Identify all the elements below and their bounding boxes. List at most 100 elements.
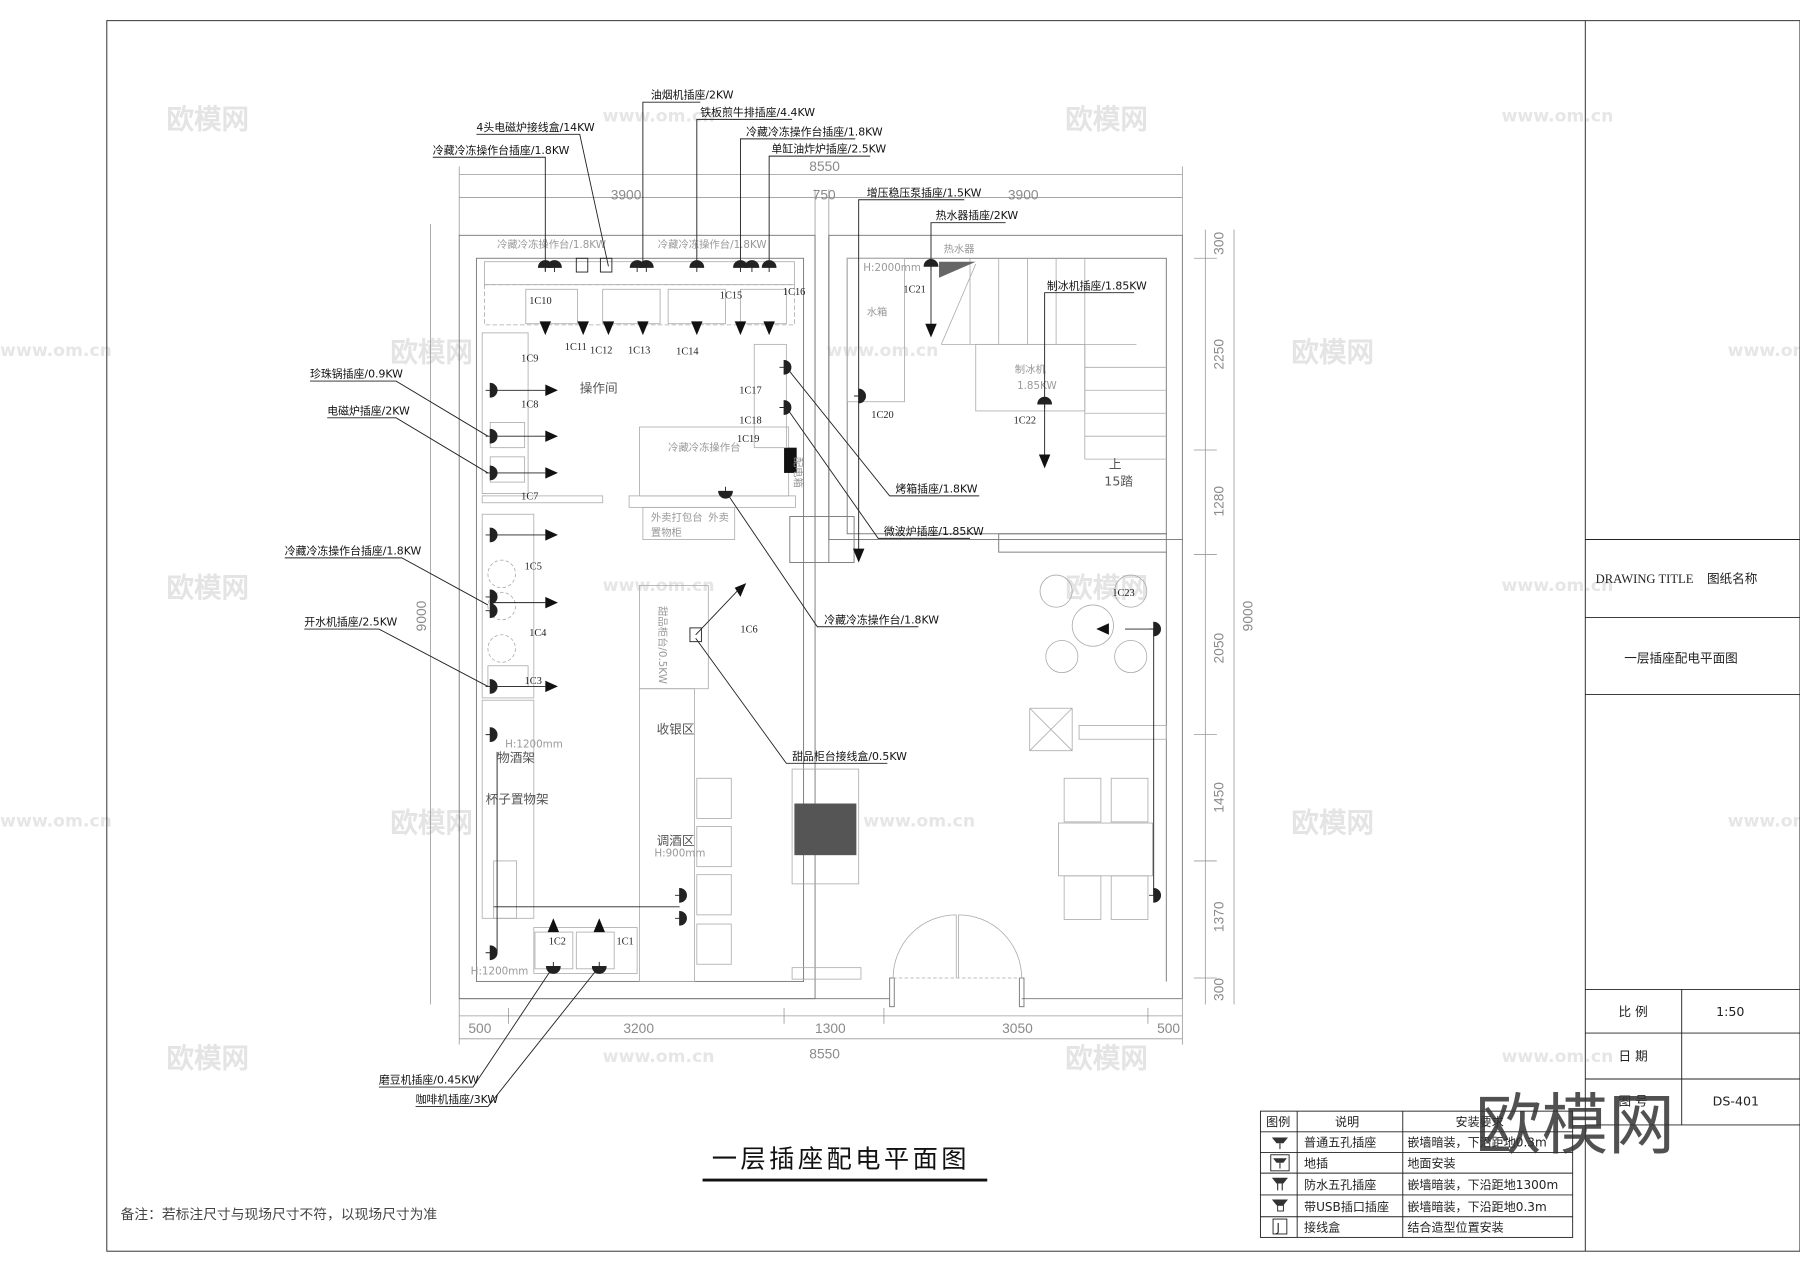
dim-bottom: 3050: [1002, 1021, 1033, 1036]
circuit-labels: 1C1 1C2 1C3 1C4 1C5 1C6 1C7 1C8 1C9 1C10…: [521, 285, 1135, 948]
svg-text:J: J: [1276, 1221, 1280, 1235]
watermark-url: www.om.cn: [0, 341, 112, 361]
socket-icon: [761, 260, 777, 273]
dim-right: 2250: [1212, 339, 1227, 370]
watermark-url: www.om.cn: [827, 341, 939, 361]
dim-bottom: 1300: [815, 1021, 846, 1036]
circuit-label: 1C6: [740, 624, 757, 635]
stairs-steps: 15踏: [1104, 474, 1133, 489]
callout-label: 热水器插座/2KW: [936, 208, 1019, 222]
socket-icon: [485, 727, 498, 742]
number-label: 图 号: [1619, 1093, 1648, 1108]
dim-right: 1450: [1212, 782, 1227, 813]
dim-right-total: 9000: [1240, 600, 1255, 631]
socket-icon: [1149, 621, 1162, 637]
watermark-url: www.om.cn: [603, 576, 715, 596]
standard-socket-icon: [1271, 1137, 1288, 1150]
legend-req: 地面安装: [1407, 1155, 1455, 1170]
callout-label: 冷藏冷冻操作台插座/1.8KW: [746, 124, 883, 138]
usb-socket-icon: [1271, 1199, 1288, 1212]
circuit-label: 1C7: [521, 491, 538, 502]
legend-desc: 防水五孔插座: [1304, 1177, 1376, 1192]
circuit-label: 1C14: [676, 347, 698, 358]
number-value: DS-401: [1713, 1093, 1759, 1108]
legend-header: 图例: [1266, 1115, 1290, 1129]
storage-cabinet-label: 置物柜: [651, 526, 682, 539]
callout-label: 磨豆机插座/0.45KW: [379, 1073, 479, 1087]
date-label: 日 期: [1619, 1049, 1648, 1064]
socket-icon: [854, 388, 867, 404]
floor-plan: [458, 234, 1183, 1008]
legend-header: 安装要求: [1456, 1114, 1504, 1129]
legend-req: 嵌墙暗装，下沿距地0.3m: [1407, 1199, 1546, 1214]
ice-machine-kw: 1.85KW: [1017, 380, 1057, 392]
water-heater-label: 热水器: [944, 243, 976, 256]
callout-label: 咖啡机插座/3KW: [416, 1092, 499, 1106]
circuit-label: 1C2: [549, 937, 566, 948]
room-labels: 操作间 收银区 调酒区 H:900mm 杯子置物架 物酒架 H:1200mm H…: [471, 238, 1134, 978]
waterproof-socket-icon: [1271, 1177, 1288, 1191]
socket-icon: [545, 961, 561, 974]
watermark-url: www.om.cn: [603, 107, 715, 127]
ice-machine-label: 制冰机: [1015, 363, 1047, 376]
watermark: 欧模网: [1065, 104, 1148, 136]
dim-top: 750: [813, 188, 836, 203]
fridge-counter-label: 冷藏冷冻操作台: [668, 441, 740, 454]
socket-icon: [718, 486, 733, 499]
scale-value: 1:50: [1716, 1004, 1744, 1019]
dim-top: 3900: [1008, 188, 1039, 203]
circuit-label: 1C18: [739, 416, 761, 427]
watermark: 欧模网: [1291, 807, 1374, 839]
distribution-box: [784, 447, 797, 473]
watermark-url: www.om.cn: [0, 811, 112, 831]
drawing-name: 一层插座配电平面图: [1624, 650, 1738, 665]
drawing-note: 备注：若标注尺寸与现场尺寸不符，以现场尺寸为准: [121, 1206, 438, 1223]
room-bar: 调酒区: [657, 833, 695, 848]
dark-appliance: [794, 803, 857, 856]
watermark: 欧模网: [167, 572, 250, 604]
room-cashier: 收银区: [657, 721, 695, 736]
circuit-label: 1C19: [737, 434, 759, 445]
legend-req: 嵌墙暗装，下沿距地1300m: [1407, 1177, 1558, 1192]
fridge-counter-label: 冷藏冷冻操作台/1.8KW: [497, 238, 606, 251]
dimensions: 8550 3900 750 3900 500 3200 1300 3050 50…: [414, 159, 1255, 1061]
stairs-up: 上: [1109, 456, 1122, 471]
legend-desc: 接线盒: [1304, 1220, 1340, 1235]
socket-icon: [675, 910, 687, 926]
bar-height: H:900mm: [654, 847, 705, 859]
fridge-counter-label: 冷藏冷冻操作台/1.8KW: [658, 238, 767, 251]
socket-icon: [675, 887, 687, 903]
socket-icon: [547, 260, 562, 273]
dim-top: 3900: [611, 188, 642, 203]
takeout-counter-label: 外卖打包台: [651, 511, 703, 524]
dim-right: 2050: [1212, 633, 1227, 664]
circuit-label: 1C3: [525, 676, 542, 687]
watermark-url: www.om.cn: [863, 811, 975, 831]
circuit-label: 1C20: [871, 410, 893, 421]
circuit-label: 1C11: [565, 342, 587, 353]
legend-desc: 地插: [1304, 1156, 1328, 1170]
watermark: 欧模网: [1291, 337, 1374, 369]
socket-icon: [744, 260, 760, 273]
junction-box-icon: [689, 627, 702, 643]
legend-desc: 普通五孔插座: [1304, 1135, 1376, 1150]
drawing-title-en: DRAWING TITLE: [1596, 572, 1694, 586]
socket-icon: [485, 527, 498, 543]
legend-req: 结合造型位置安装: [1407, 1220, 1503, 1235]
outlet-symbols: [485, 257, 1162, 974]
watermark: 欧模网: [390, 337, 473, 369]
circuit-label: 1C23: [1112, 588, 1134, 599]
circuit-label: 1C10: [529, 296, 551, 307]
watermark: 欧模网: [167, 104, 250, 136]
callout-label: 单缸油炸炉插座/2.5KW: [771, 142, 886, 156]
drawing-title-cn: 图纸名称: [1707, 571, 1758, 586]
watermark-url: www.om.cn: [1728, 341, 1800, 361]
callout-label: 烤箱插座/1.8KW: [895, 481, 977, 495]
socket-icon: [779, 359, 792, 375]
dim-right: 1280: [1212, 486, 1227, 517]
socket-icon: [1149, 887, 1162, 903]
socket-icon: [485, 589, 498, 605]
callout-label: 油烟机插座/2KW: [651, 88, 734, 102]
watermark-url: www.om.cn: [603, 1047, 715, 1067]
